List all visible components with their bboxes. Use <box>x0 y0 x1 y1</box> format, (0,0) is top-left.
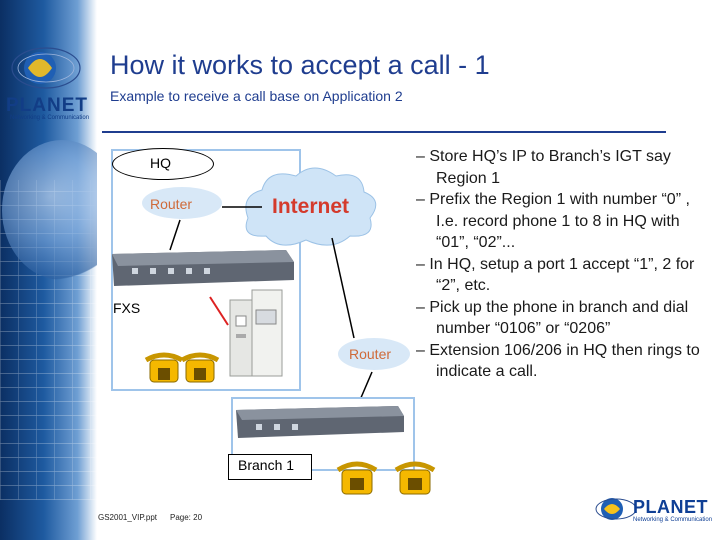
internet-cloud-icon <box>245 167 377 246</box>
hq-phone-1-icon <box>144 352 184 383</box>
branch-phone-2-icon <box>394 461 436 495</box>
link-router-gateway-branch <box>359 371 373 401</box>
title-rule <box>102 131 666 133</box>
branch-gateway-device-icon <box>236 406 404 438</box>
left-decorative-panel <box>0 0 97 540</box>
fxs-label: FXS <box>113 300 141 316</box>
bullet-item: – Prefix the Region 1 with number “0” , … <box>416 191 690 251</box>
globe-graphic <box>2 140 97 280</box>
bottom-logo-brand: PLANET <box>633 497 708 517</box>
link-fxs-pbx <box>209 296 229 326</box>
link-router-gateway-hq <box>169 219 181 251</box>
planet-logo-globe-icon <box>11 47 81 89</box>
logo-brand-text: PLANET <box>6 95 88 116</box>
branch-label: Branch 1 <box>238 457 295 473</box>
hq-label-box <box>112 148 214 180</box>
logo-tagline: Networking & Communication <box>10 115 90 121</box>
slide-title: How it works to accept a call - 1 <box>110 50 490 80</box>
bottom-logo-tagline: Networking & Communication <box>633 517 713 523</box>
footer-page-number: Page: 20 <box>170 513 203 522</box>
hq-gateway-device-icon <box>112 250 294 286</box>
link-internet-router <box>331 237 355 339</box>
slide-subtitle: Example to receive a call base on Applic… <box>110 88 403 104</box>
bullet-item: – Store HQ’s IP to Branch’s IGT say Regi… <box>416 148 671 187</box>
footer-file-name: GS2001_VIP.ppt <box>98 513 158 522</box>
router-bottom-label: Router <box>349 346 392 362</box>
branch-label-box <box>228 454 312 480</box>
router-top-icon <box>142 187 222 219</box>
router-bottom-icon <box>338 338 410 370</box>
hq-label: HQ <box>150 155 171 171</box>
hq-phone-2-icon <box>180 352 220 383</box>
bullet-item: – In HQ, setup a port 1 accept “1”, 2 fo… <box>416 255 695 295</box>
bottom-planet-logo-icon <box>595 498 637 520</box>
bullet-item: – Extension 106/206 in HQ then rings to … <box>416 341 700 381</box>
bullet-item: – Pick up the phone in branch and dial n… <box>416 298 689 338</box>
router-top-label: Router <box>150 196 193 212</box>
bullet-list: – Store HQ’s IP to Branch’s IGT say Regi… <box>416 146 716 383</box>
branch-phone-1-icon <box>336 461 378 495</box>
pbx-cabinet-icon <box>229 289 283 377</box>
internet-label: Internet <box>272 195 350 218</box>
